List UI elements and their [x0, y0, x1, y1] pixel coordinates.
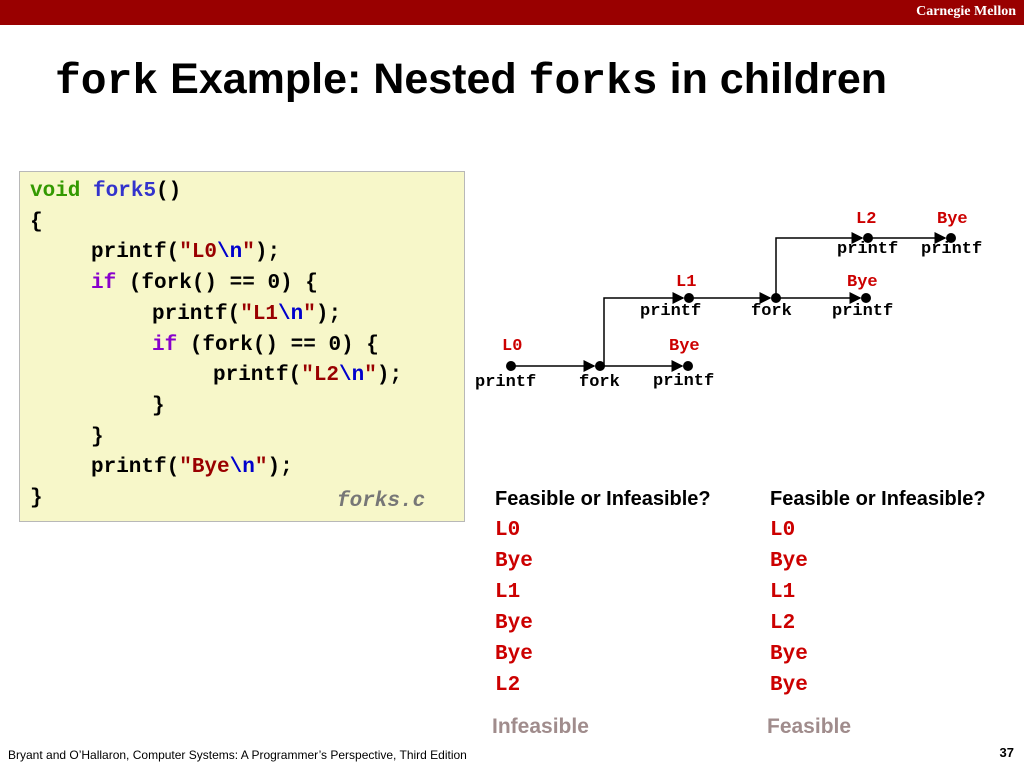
code-line-7: printf("L2\n"); — [213, 364, 402, 387]
code-text: ); — [315, 303, 342, 326]
graph-label-fork: fork — [751, 302, 792, 321]
sequence-item: Bye — [770, 643, 808, 666]
graph-label-bye: Bye — [937, 210, 968, 229]
code-escape: \n — [229, 456, 255, 479]
sequence-left: L0 Bye L1 Bye Bye L2 — [495, 515, 533, 701]
header-bar: Carnegie Mellon — [0, 0, 1024, 25]
footer-citation: Bryant and O’Hallaron, Computer Systems:… — [8, 748, 467, 762]
graph-label-printf: printf — [832, 302, 894, 321]
sequence-item: L2 — [770, 612, 796, 635]
code-function-name: fork5 — [93, 180, 157, 203]
page-number: 37 — [999, 745, 1014, 760]
graph-label-printf: printf — [837, 240, 899, 259]
sequence-item: Bye — [495, 612, 533, 635]
graph-label-fork: fork — [579, 373, 620, 392]
code-string: "L0 — [179, 241, 218, 264]
sequence-item: Bye — [770, 550, 808, 573]
title-code-forks: forks — [528, 57, 658, 106]
code-line-11: } — [30, 487, 43, 510]
code-string: " — [254, 456, 268, 479]
code-line-6: if (fork() == 0) { — [152, 334, 379, 357]
node-printf-l0 — [506, 361, 516, 371]
sequence-item: L1 — [495, 581, 521, 604]
code-text: printf( — [91, 456, 180, 479]
code-text: (fork() == 0) { — [116, 272, 318, 295]
graph-label-printf: printf — [475, 373, 537, 392]
code-keyword: if — [91, 272, 117, 295]
question-heading-left: Feasible or Infeasible? — [495, 488, 711, 510]
code-filename: forks.c — [337, 490, 426, 513]
graph-label-l0: L0 — [502, 337, 523, 356]
code-line-3: printf("L0\n"); — [91, 241, 280, 264]
code-line-2: { — [30, 211, 43, 234]
slide-title: fork Example: Nested forks in children — [55, 55, 887, 106]
code-line-5: printf("L1\n"); — [152, 303, 341, 326]
code-line-1: void fork5() — [30, 180, 181, 203]
code-string: " — [242, 241, 255, 264]
code-escape: \n — [278, 303, 304, 326]
sequence-item: Bye — [495, 643, 533, 666]
node-fork-1 — [595, 361, 605, 371]
code-text: () — [156, 180, 182, 203]
title-text-2: in children — [657, 55, 888, 103]
code-string: "L2 — [301, 364, 340, 387]
sequence-right: L0 Bye L1 L2 Bye Bye — [770, 515, 808, 701]
title-code-fork: fork — [55, 57, 159, 106]
code-escape: \n — [217, 241, 243, 264]
code-line-9: } — [91, 426, 104, 449]
code-text: ); — [254, 241, 281, 264]
sequence-item: L2 — [495, 674, 521, 697]
code-text: printf( — [213, 364, 302, 387]
verdict-right: Feasible — [767, 715, 852, 738]
node-printf-l1 — [684, 293, 694, 303]
code-line-4: if (fork() == 0) { — [91, 272, 318, 295]
sequence-item: L0 — [770, 519, 796, 542]
code-string: "Bye — [179, 456, 230, 479]
node-printf-bye-2 — [861, 293, 871, 303]
brand-label: Carnegie Mellon — [916, 4, 1016, 19]
edge-child-1 — [603, 292, 685, 366]
code-text: printf( — [91, 241, 180, 264]
code-box: void fork5() { printf("L0\n"); if (fork(… — [19, 171, 465, 522]
code-line-8: } — [152, 395, 165, 418]
graph-label-printf: printf — [921, 240, 983, 259]
sequence-item: Bye — [770, 674, 808, 697]
graph-label-l1: L1 — [676, 273, 697, 292]
node-printf-l2 — [863, 233, 873, 243]
question-heading-right: Feasible or Infeasible? — [770, 488, 986, 510]
code-text: ); — [376, 364, 403, 387]
node-printf-bye-3 — [946, 233, 956, 243]
graph-label-bye: Bye — [847, 273, 878, 292]
code-string: " — [303, 303, 316, 326]
code-text: (fork() == 0) { — [177, 334, 379, 357]
code-string: " — [364, 364, 377, 387]
sequence-item: L0 — [495, 519, 521, 542]
code-keyword: void — [30, 180, 81, 203]
code-line-10: printf("Bye\n"); — [91, 456, 293, 479]
code-keyword: if — [152, 334, 178, 357]
title-text-1: Example: Nested — [158, 55, 529, 103]
node-fork-2 — [771, 293, 781, 303]
sequence-item: L1 — [770, 581, 796, 604]
verdict-left: Infeasible — [492, 715, 589, 738]
code-escape: \n — [339, 364, 365, 387]
code-text: ); — [267, 456, 293, 479]
node-printf-bye-1 — [683, 361, 693, 371]
graph-label-bye: Bye — [669, 337, 700, 356]
graph-label-l2: L2 — [856, 210, 877, 229]
code-string: "L1 — [240, 303, 279, 326]
graph-label-printf: printf — [640, 302, 702, 321]
sequence-item: Bye — [495, 550, 533, 573]
code-text: printf( — [152, 303, 241, 326]
graph-label-printf: printf — [653, 372, 715, 391]
edge-grandchild-1 — [775, 232, 864, 298]
